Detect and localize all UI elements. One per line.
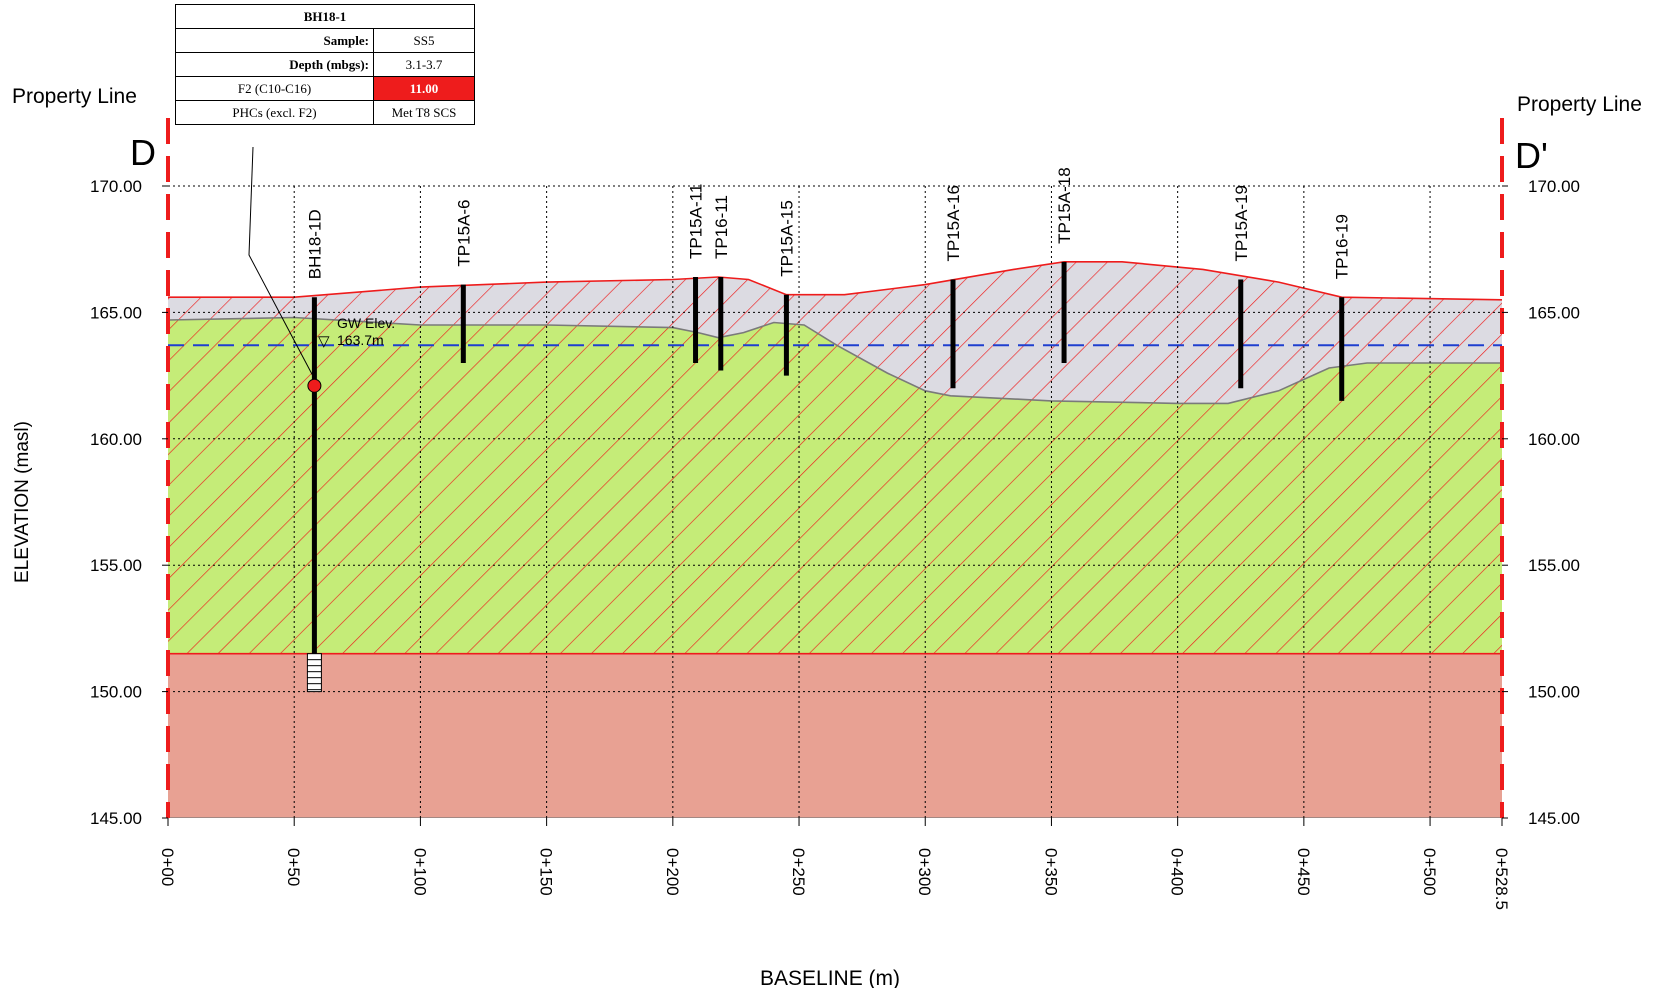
sample-table-title: BH18-1 (175, 4, 475, 29)
param-phc-value: Met T8 SCS (373, 100, 475, 125)
section-marker-left: D (130, 132, 156, 173)
sample-label: Sample: (175, 28, 374, 53)
param-phc-label: PHCs (excl. F2) (175, 100, 374, 125)
y-tick-label-right: 170.00 (1528, 177, 1580, 196)
gw-symbol: ▽ (318, 333, 330, 350)
depth-label: Depth (mbgs): (175, 52, 374, 77)
y-tick-label-left: 160.00 (90, 430, 142, 449)
y-tick-label-right: 160.00 (1528, 430, 1580, 449)
y-tick-label-left: 155.00 (90, 556, 142, 575)
boreholes: BH18-1D TP15A-6 TP15A-11 TP16-11 TP15A-15 TP1… (248, 146, 1352, 693)
section-marker-right: D' (1515, 135, 1548, 176)
x-axis-title: BASELINE (m) (760, 967, 900, 988)
x-tick-label: 0+350 (1041, 848, 1060, 896)
borehole-label: TP15A-16 (944, 185, 963, 262)
x-tick-label: 0+300 (915, 848, 934, 896)
x-tick-label: 0+400 (1168, 848, 1187, 896)
depth-value: 3.1-3.7 (373, 52, 475, 77)
x-tick-label: 0+500 (1420, 848, 1439, 896)
x-tick-label: 0+00 (158, 848, 177, 886)
y-tick-label-right: 155.00 (1528, 556, 1580, 575)
borehole-label: TP15A-11 (687, 184, 706, 259)
y-tick-label-right: 165.00 (1528, 303, 1580, 322)
fill-bottom-line (168, 316, 1502, 405)
y-tick-label-left: 170.00 (90, 177, 142, 196)
param-f2-label: F2 (C10-C16) (175, 76, 374, 101)
param-f2-value: 11.00 (373, 76, 475, 101)
y-axis-title: ELEVATION (masl) (12, 421, 33, 583)
y-tick-label-left: 165.00 (90, 303, 142, 322)
soil-layers (168, 260, 1502, 818)
x-tick-label: 0+100 (410, 848, 429, 896)
borehole-label: TP15A-15 (777, 200, 796, 277)
gw-elevation-label: 163.7m (337, 332, 384, 348)
exceedance-hatch (168, 261, 1502, 654)
sample-results-table: BH18-1 Sample: SS5 Depth (mbgs): 3.1-3.7… (175, 4, 475, 125)
x-tick-label: 0+50 (284, 848, 303, 886)
sample-value: SS5 (373, 28, 475, 53)
gw-label: GW Elev. (337, 315, 395, 331)
y-tick-label-left: 145.00 (90, 809, 142, 828)
borehole-label: TP16-19 (1333, 214, 1352, 279)
borehole-label: TP15A-6 (454, 199, 473, 266)
bedrock-layer (168, 653, 1502, 818)
x-tick-label: 0+200 (663, 848, 682, 896)
y-tick-label-right: 150.00 (1528, 683, 1580, 702)
sample-exceedance-marker (307, 378, 322, 393)
property-line-right-label: Property Line (1517, 93, 1642, 116)
axes: 145.00 145.00 150.00 150.00 155.00 155.00 160.… (90, 118, 1580, 910)
y-tick-label-right: 145.00 (1528, 809, 1580, 828)
borehole-label: TP15A-18 (1055, 167, 1074, 244)
property-line-left-label: Property Line (12, 85, 137, 108)
borehole-label: TP16-11 (712, 195, 731, 259)
x-tick-label: 0+450 (1294, 848, 1313, 896)
grid-lines (168, 185, 1502, 818)
x-tick-label: 0+250 (789, 848, 808, 896)
sample-leader-line (248, 146, 315, 379)
y-tick-label-left: 150.00 (90, 683, 142, 702)
ground-surface-line (168, 260, 1502, 301)
borehole-label: TP15A-19 (1232, 185, 1251, 262)
borehole-label: BH18-1D (305, 209, 324, 279)
x-tick-label: 0+528.5 (1492, 848, 1511, 910)
x-tick-label: 0+150 (537, 848, 556, 896)
